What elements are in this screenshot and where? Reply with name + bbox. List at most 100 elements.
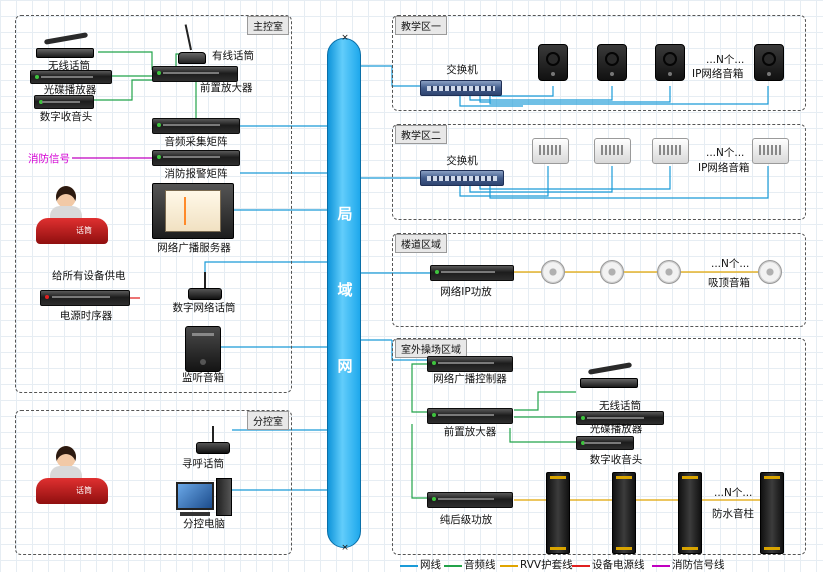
audio-outdoor-pre [411, 424, 427, 499]
ceiling-speaker-label: 吸顶音箱 [708, 277, 750, 289]
outdoor-wireless-mic-icon [580, 362, 638, 388]
zone-teaching-2: 教学区二 [392, 124, 806, 220]
outdoor-wireless-mic-label: 无线话筒 [599, 400, 641, 412]
ceiling-speaker-n-icon [758, 260, 782, 284]
legend-label-fire: 消防信号线 [672, 559, 725, 571]
outdoor-preamp-icon [427, 408, 513, 424]
broadcast-server-label: 网络广播服务器 [157, 242, 231, 254]
backbone-top-mark: × [341, 33, 349, 43]
branch-desk-tag: 话筒 [76, 486, 92, 495]
power-all-label: 给所有设备供电 [52, 270, 126, 282]
zone-teach2-title: 教学区二 [395, 125, 447, 144]
power-sequencer-label: 电源时序器 [59, 310, 113, 322]
corridor-n-units: ...N个... [711, 258, 750, 270]
net-t1-4 [479, 86, 671, 103]
outdoor-n-units: ...N个... [714, 487, 753, 499]
zone-branch-control: 分控室 [15, 410, 292, 555]
backbone-char-3: 网 [337, 357, 353, 375]
teach1-n-units: ...N个... [706, 54, 745, 66]
lan-backbone: × 局 域 网 × [327, 33, 361, 553]
waterproof-column-n-icon [760, 472, 784, 554]
switch-2-icon [420, 170, 504, 186]
zone-teach1-title: 教学区一 [395, 16, 447, 35]
digital-paging-mic-label: 数字网络话筒 [172, 302, 236, 314]
outdoor-tuner-label: 数字收音头 [589, 454, 643, 466]
backbone-char-2: 域 [337, 281, 353, 299]
fire-matrix-label: 消防报警矩阵 [164, 168, 228, 180]
zone-outdoor: 室外操场区域 [392, 338, 806, 555]
net-t1-5 [489, 86, 769, 105]
audio-tuner [92, 79, 152, 101]
wired-mic-icon [178, 24, 206, 64]
legend-swatch-audio [444, 565, 462, 567]
audio-tuner-out [509, 428, 576, 443]
audio-matrix-icon [152, 118, 240, 134]
broadcast-server-icon [152, 183, 234, 239]
wall-speaker-3-icon [652, 138, 689, 164]
fire-matrix-icon [152, 150, 240, 166]
switch-1-label: 交换机 [446, 64, 478, 76]
wall-speaker-1-icon [532, 138, 569, 164]
switch-2-label: 交换机 [446, 155, 478, 167]
wireless-mic-icon [36, 32, 94, 58]
outdoor-tuner-icon [576, 436, 634, 450]
net-t2-4 [489, 166, 769, 199]
ip-amp-icon [430, 265, 514, 281]
legend-label-power: 设备电源线 [592, 559, 645, 571]
ip-speaker-1-icon [538, 44, 568, 81]
waterproof-column-label: 防水音柱 [712, 508, 754, 520]
preamp-icon [152, 66, 238, 82]
monitor-speaker-label: 监听音箱 [182, 372, 224, 384]
branch-pc-icon [176, 478, 232, 516]
waterproof-column-3-icon [678, 472, 702, 554]
net-t2-1 [459, 166, 549, 197]
audio-matrix-label: 音频采集矩阵 [164, 136, 228, 148]
switch-1-icon [420, 80, 502, 96]
teach2-ip-speaker-label: IP网络音箱 [698, 162, 750, 174]
net-t2-3 [479, 166, 671, 190]
cd-player-label: 光碟播放器 [43, 84, 97, 96]
ceiling-speaker-3-icon [657, 260, 681, 284]
wall-speaker-n-icon [752, 138, 789, 164]
ip-speaker-3-icon [655, 44, 685, 81]
main-desk-tag: 话筒 [76, 226, 92, 235]
net-t1-2 [492, 86, 554, 97]
audio-wmic-out [514, 391, 576, 411]
audio-wmic [98, 51, 153, 70]
paging-mic-label: 寻呼话筒 [182, 458, 224, 470]
wall-speaker-2-icon [594, 138, 631, 164]
legend-label-network: 网线 [420, 559, 441, 571]
digital-tuner-label: 数字收音头 [39, 111, 93, 123]
audio-outdoor-ctrl [411, 363, 427, 413]
outdoor-preamp-label: 前置放大器 [443, 426, 497, 438]
zone-corridor: 楼道区域 [392, 233, 806, 327]
ip-speaker-2-icon [597, 44, 627, 81]
legend-swatch-rvv [500, 565, 518, 567]
branch-pc-label: 分控电脑 [183, 518, 225, 530]
waterproof-column-1-icon [546, 472, 570, 554]
power-sequencer-icon [40, 290, 130, 306]
ip-amp-label: 网络IP功放 [440, 286, 492, 298]
pure-amp-icon [427, 492, 513, 508]
net-t2-2 [469, 166, 613, 193]
preamp-label: 前置放大器 [200, 82, 253, 94]
teach2-n-units: ...N个... [706, 147, 745, 159]
backbone-char-1: 局 [337, 205, 353, 223]
ceiling-speaker-1-icon [541, 260, 565, 284]
monitor-speaker-icon [185, 326, 221, 372]
net-t1-3 [469, 86, 613, 101]
digital-paging-mic-icon [188, 272, 222, 300]
paging-mic-icon [196, 426, 230, 454]
zone-branch-title: 分控室 [247, 411, 289, 430]
digital-tuner-icon [34, 95, 94, 109]
broadcast-controller-label: 网络广播控制器 [433, 373, 507, 385]
net-t1-1 [459, 96, 523, 107]
zone-main-title: 主控室 [247, 16, 289, 35]
zone-corridor-title: 楼道区域 [395, 234, 447, 253]
legend-label-audio: 音频线 [464, 559, 496, 571]
cd-player-icon [30, 70, 112, 84]
legend-swatch-fire [652, 565, 670, 567]
legend-swatch-network [400, 565, 418, 567]
main-operator-icon: 话筒 [36, 186, 114, 244]
